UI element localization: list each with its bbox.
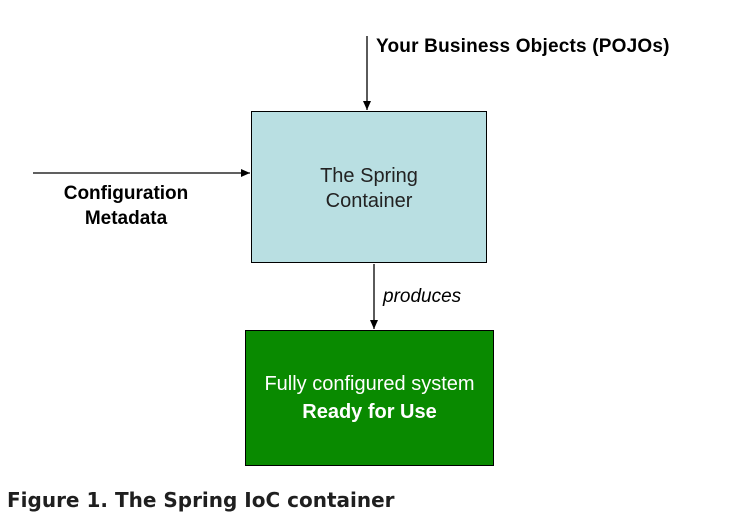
- configured-system-box: Fully configured system Ready for Use: [245, 330, 494, 466]
- spring-container-line1: The Spring: [320, 165, 418, 187]
- label-configuration-metadata-line1: Configuration: [63, 183, 189, 204]
- spring-container-line2: Container: [325, 190, 413, 212]
- label-configuration-metadata-line2: Metadata: [84, 208, 168, 229]
- configured-system-line2: Ready for Use: [302, 401, 437, 423]
- label-business-objects: Your Business Objects (POJOs): [376, 36, 670, 57]
- configured-system-line1: Fully configured system: [264, 373, 475, 395]
- spring-container-box: The Spring Container: [251, 111, 487, 263]
- figure-caption: Figure 1. The Spring IoC container: [7, 488, 395, 512]
- label-configuration-metadata: Configuration Metadata: [50, 181, 202, 231]
- edge-label-produces: produces: [383, 286, 462, 307]
- diagram-canvas: [33, 36, 378, 329]
